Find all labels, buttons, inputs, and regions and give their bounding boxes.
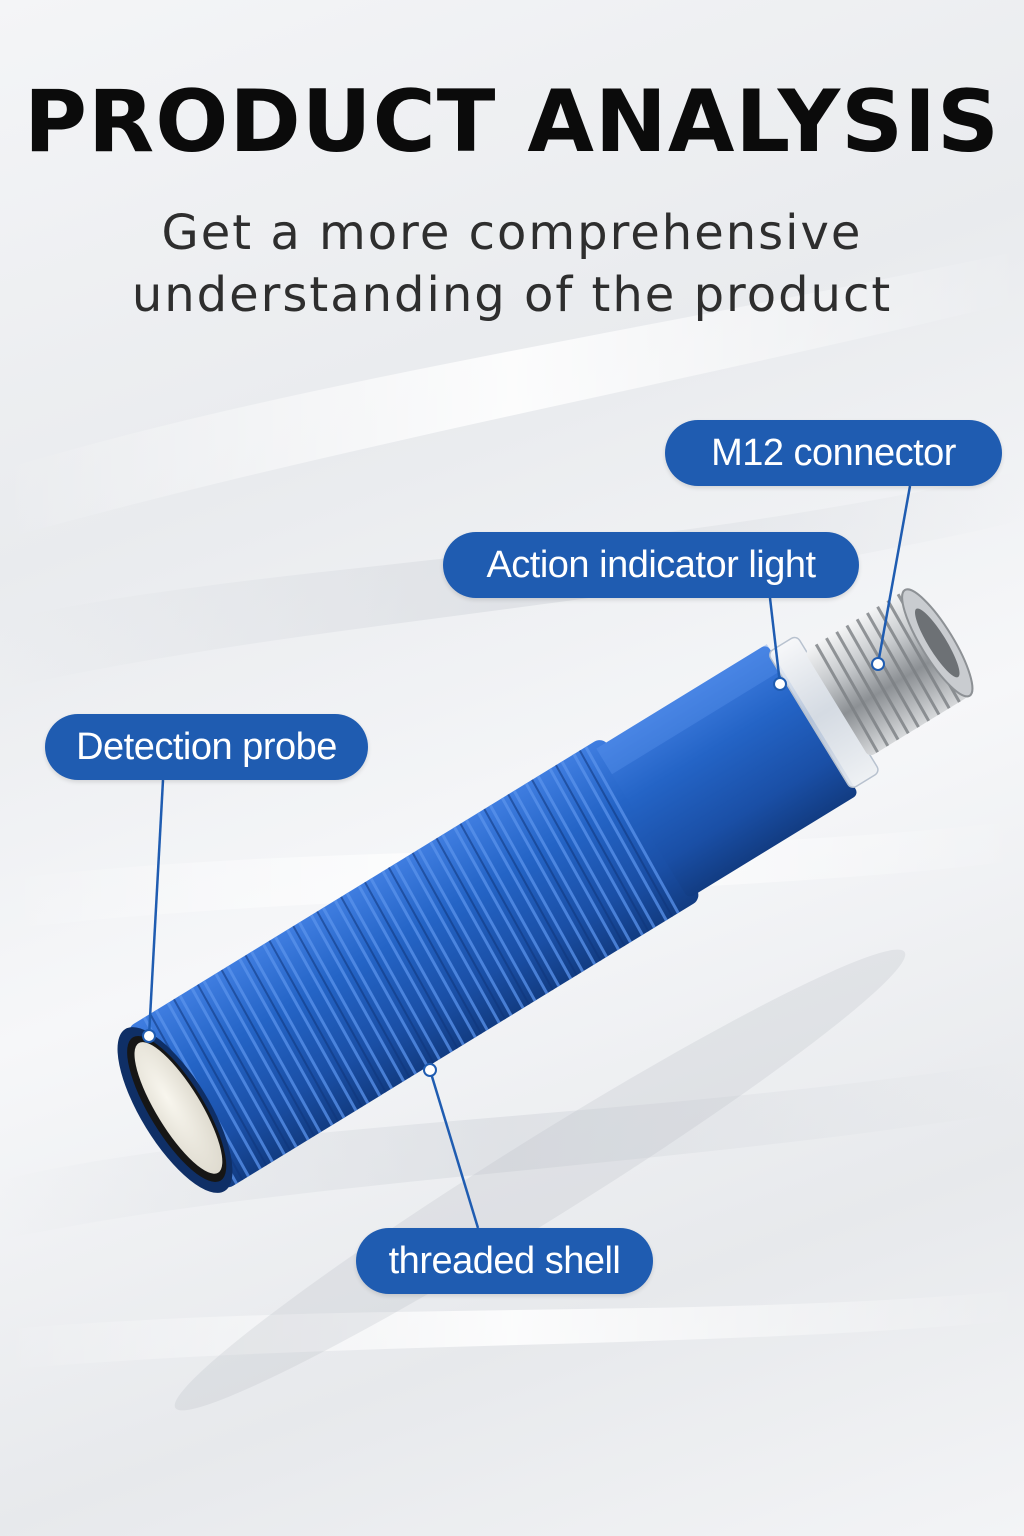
page-subtitle: Get a more comprehensive understanding o…	[0, 202, 1024, 326]
callout-action-indicator-light: Action indicator light	[443, 532, 859, 598]
callout-threaded-shell: threaded shell	[356, 1228, 653, 1294]
callout-m12-connector: M12 connector	[665, 420, 1002, 486]
subtitle-line-1: Get a more comprehensive	[161, 205, 863, 261]
subtitle-line-2: understanding of the product	[131, 267, 893, 323]
callout-detection-probe: Detection probe	[45, 714, 368, 780]
page-title: PRODUCT ANALYSIS	[24, 72, 1000, 172]
rear-housing	[598, 646, 857, 897]
